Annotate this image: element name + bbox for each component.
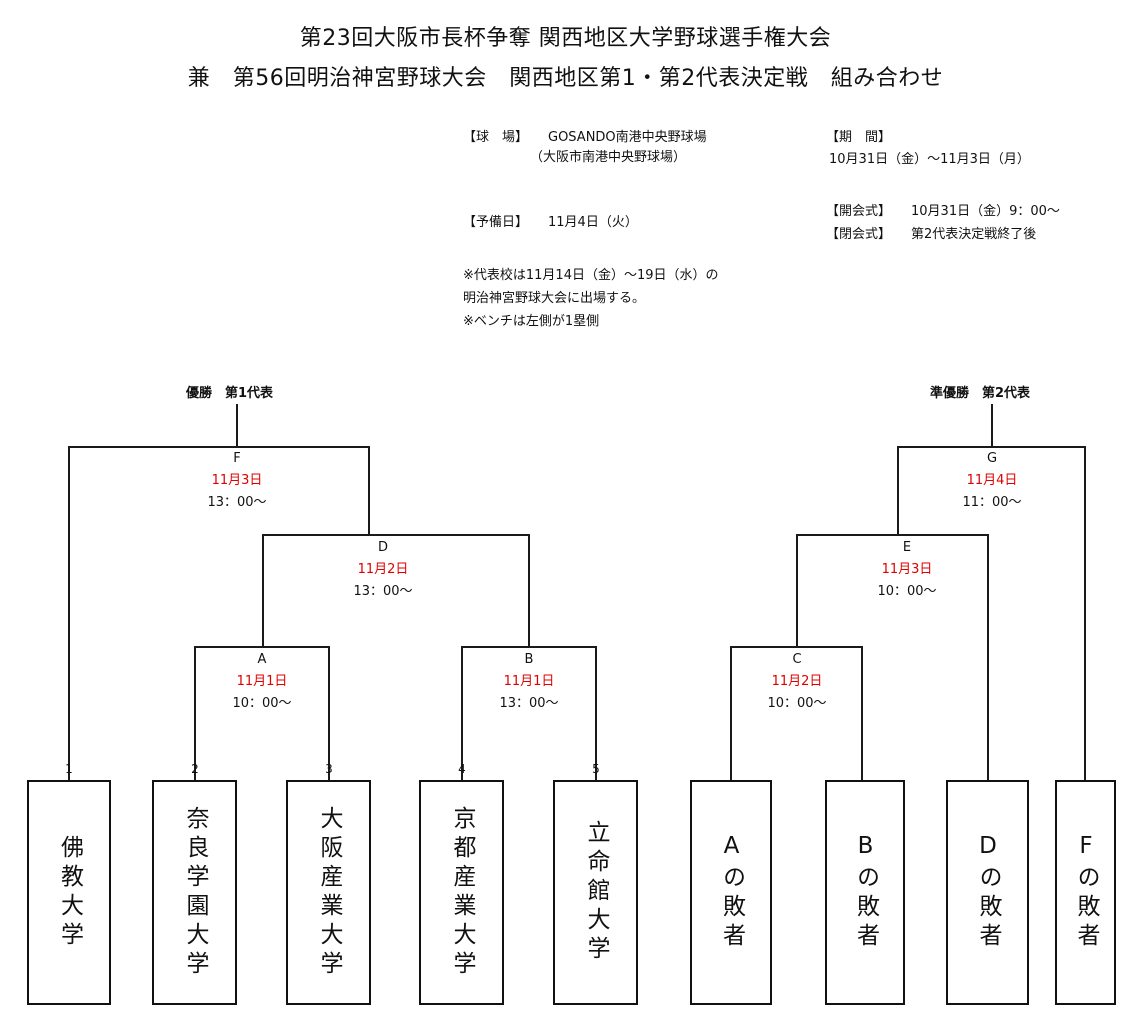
match-date: 11月1日 — [236, 674, 288, 689]
page-title-line2: 兼 第56回明治神宮野球大会 関西地区第1・第2代表決定戦 組み合わせ — [187, 66, 944, 91]
bracket-line — [68, 446, 70, 780]
bracket-line — [897, 446, 899, 536]
bracket-line — [461, 646, 463, 780]
match-time: 13：00～ — [499, 696, 559, 711]
bracket-line — [68, 446, 370, 448]
match-time: 10：00～ — [232, 696, 292, 711]
bracket-line — [730, 646, 863, 648]
match-b: B 11月1日 13：00～ — [469, 649, 589, 715]
match-time: 13：00～ — [207, 495, 267, 510]
page-title-line1: 第23回大阪市長杯争奪 関西地区大学野球選手権大会 — [299, 26, 832, 51]
bracket-line — [595, 646, 597, 780]
team-box: 佛教大学 — [27, 780, 111, 1005]
team-box: 京都産業大学 — [419, 780, 504, 1005]
match-time: 11：00～ — [962, 495, 1022, 510]
match-letter: F — [233, 451, 241, 466]
team-name: Dの敗者 — [975, 833, 1001, 952]
team-name: 立命館大学 — [583, 820, 609, 965]
opening-label: 【開会式】 — [826, 204, 892, 219]
match-g: G 11月4日 11：00～ — [932, 448, 1052, 514]
match-letter: B — [524, 652, 534, 667]
team-box: 立命館大学 — [553, 780, 638, 1005]
team-box: 奈良学園大学 — [152, 780, 237, 1005]
reserve-label: 【予備日】 — [463, 215, 529, 230]
team-box: 大阪産業大学 — [286, 780, 371, 1005]
team-name: Aの敗者 — [718, 833, 745, 952]
match-date: 11月2日 — [771, 674, 823, 689]
team-box: Aの敗者 — [690, 780, 772, 1005]
team-name: 大阪産業大学 — [316, 805, 342, 980]
match-c: C 11月2日 10：00～ — [737, 649, 857, 715]
slot-number: 5 — [592, 762, 600, 776]
slot-number: 3 — [325, 762, 333, 776]
bracket-line — [194, 646, 330, 648]
match-letter: E — [902, 540, 912, 555]
match-e: E 11月3日 10：00～ — [847, 537, 967, 603]
match-date: 11月1日 — [503, 674, 555, 689]
match-letter: A — [257, 652, 267, 667]
team-name: Fの敗者 — [1073, 833, 1099, 952]
match-f: F 11月3日 13：00～ — [177, 448, 297, 514]
bracket-line — [897, 446, 1086, 448]
reserve-value: 11月4日（火） — [548, 215, 638, 230]
team-name: 京都産業大学 — [449, 805, 475, 980]
match-time: 13：00～ — [353, 584, 413, 599]
winner-label: 優勝 第1代表 — [186, 386, 274, 401]
bracket-line — [236, 404, 238, 448]
bracket-line — [1084, 446, 1086, 780]
team-name: 佛教大学 — [56, 834, 83, 951]
runner-up-label: 準優勝 第2代表 — [930, 386, 1031, 401]
note-line: 明治神宮野球大会に出場する。 — [463, 291, 646, 306]
period-label: 【期 間】 — [826, 130, 892, 145]
venue-name: GOSANDO南港中央野球場 — [548, 130, 707, 145]
slot-number: 4 — [458, 762, 466, 776]
closing-value: 第2代表決定戦終了後 — [911, 227, 1037, 242]
bracket-line — [730, 646, 732, 780]
bracket-line — [991, 404, 993, 448]
match-date: 11月3日 — [881, 562, 933, 577]
bracket-line — [194, 646, 196, 780]
team-name: Bの敗者 — [852, 833, 879, 952]
match-a: A 11月1日 10：00～ — [202, 649, 322, 715]
match-letter: C — [792, 652, 802, 667]
match-date: 11月4日 — [966, 473, 1018, 488]
closing-label: 【閉会式】 — [826, 227, 892, 242]
match-letter: D — [377, 540, 388, 555]
bracket-line — [528, 534, 530, 648]
bracket-line — [987, 534, 989, 780]
match-date: 11月2日 — [357, 562, 409, 577]
bracket-line — [796, 534, 989, 536]
note-line: ※代表校は11月14日（金）～19日（水）の — [463, 268, 719, 283]
match-time: 10：00～ — [767, 696, 827, 711]
bracket-line — [861, 646, 863, 780]
bracket-line — [262, 534, 530, 536]
venue-label: 【球 場】 — [463, 130, 529, 145]
bracket-line — [461, 646, 597, 648]
bracket-line — [368, 446, 370, 536]
match-time: 10：00～ — [877, 584, 937, 599]
bracket-line — [796, 534, 798, 648]
period-value: 10月31日（金）～11月3日（月） — [829, 152, 1030, 167]
match-letter: G — [986, 451, 998, 466]
bracket-line — [262, 534, 264, 648]
match-date: 11月3日 — [211, 473, 263, 488]
team-box: Bの敗者 — [825, 780, 905, 1005]
opening-value: 10月31日（金）9：00～ — [911, 204, 1060, 219]
bracket-line — [328, 646, 330, 780]
match-d: D 11月2日 13：00～ — [323, 537, 443, 603]
team-box: Fの敗者 — [1055, 780, 1116, 1005]
slot-number: 2 — [191, 762, 199, 776]
team-name: 奈良学園大学 — [182, 805, 208, 980]
slot-number: 1 — [65, 762, 73, 776]
venue-sub: （大阪市南港中央野球場） — [530, 150, 687, 165]
team-box: Dの敗者 — [946, 780, 1029, 1005]
note-line: ※ベンチは左側が1塁側 — [463, 314, 600, 329]
